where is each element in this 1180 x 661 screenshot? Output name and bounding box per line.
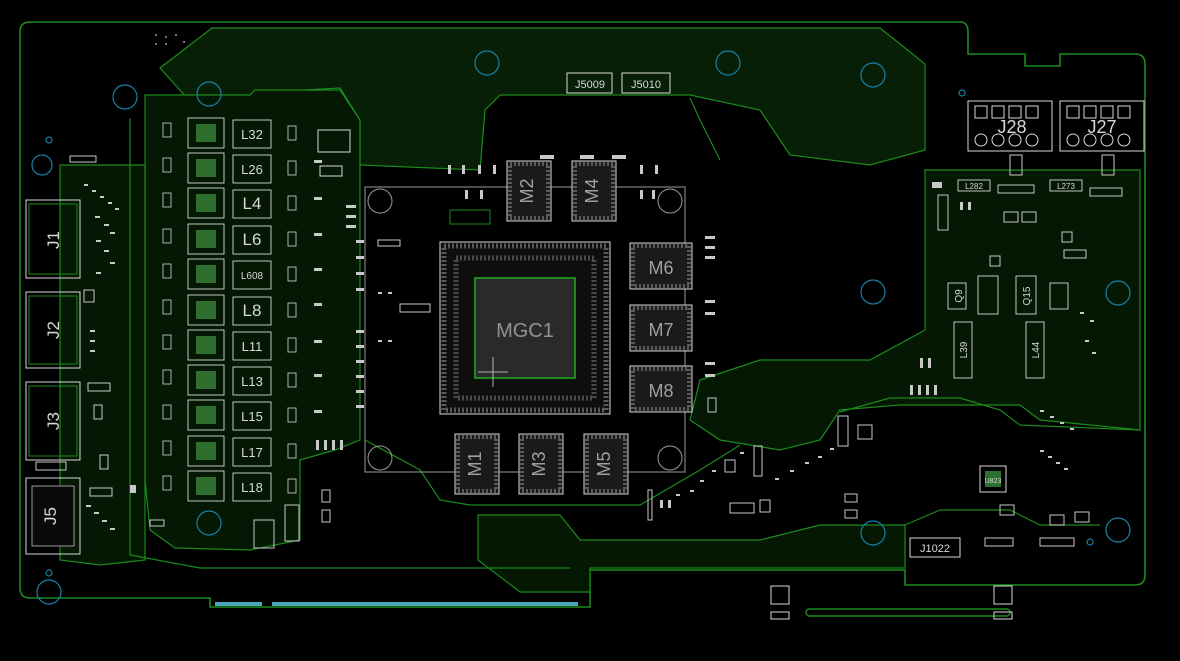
memory-label-m8: M8 [648, 381, 673, 401]
vrm-smd-pads [314, 160, 364, 413]
memory-chip-m2: M2 [506, 160, 552, 222]
memory-chip-m6: M6 [629, 242, 693, 290]
gpu-bracket-holes [367, 188, 683, 471]
copper-trace-02 [364, 439, 741, 506]
vrm-mosfet-column [187, 117, 225, 502]
memory-chip-m1: M1 [454, 433, 500, 495]
vrm-controller-inductor [317, 129, 351, 177]
board-outline [19, 21, 1146, 608]
connector-label-j2: J2 [44, 321, 63, 339]
connector-label-j1: J1 [44, 231, 63, 249]
controller-label: U823 [985, 478, 1002, 485]
label-q15: Q15 [1022, 286, 1033, 305]
inductor-label-11: L18 [241, 480, 263, 495]
pcie-edge-fingers [215, 602, 578, 606]
memory-chip-m5: M5 [583, 433, 629, 495]
right-power-labels: Q9 Q15 L39 L44 L282 L273 [954, 182, 1075, 358]
connector-j28: J28 [967, 100, 1053, 152]
gpu-ball-grid-inner [453, 255, 597, 401]
memory-label-m3: M3 [529, 451, 549, 476]
vrm-inductor-boxes [232, 119, 272, 502]
gpu-die [474, 277, 576, 379]
label-l44: L44 [1031, 341, 1042, 358]
memory-chip-m7: M7 [629, 304, 693, 352]
fiducial-dots [155, 34, 185, 45]
gpu-label: MGC1 [496, 320, 554, 342]
inductor-label-7: L11 [242, 339, 263, 354]
connector-j2: J2 [25, 291, 81, 369]
inductor-label-8: L13 [241, 374, 263, 389]
connector-j5010: J5010 [621, 72, 671, 94]
pcie-edge-key [262, 602, 272, 606]
connector-j1: J1 [25, 199, 81, 279]
controller-u823: U823 [979, 465, 1007, 493]
copper-pour-right [689, 169, 1141, 451]
inductor-label-6: L8 [243, 301, 262, 320]
smd-cluster-top-gpu [377, 155, 717, 413]
label-q9: Q9 [954, 289, 965, 303]
inductor-label-4: L6 [243, 230, 262, 249]
inductor-label-1: L32 [241, 127, 263, 142]
connector-label-j5010: J5010 [631, 79, 661, 91]
label-l282: L282 [965, 182, 983, 191]
connector-label-j28: J28 [997, 117, 1026, 137]
memory-label-m5: M5 [594, 451, 614, 476]
smd-cluster-bottom [130, 154, 1115, 549]
copper-trace-01 [129, 118, 570, 569]
vrm-inductor-labels: L32 L26 L4 L6 L608 L8 L11 L13 L15 L17 L1… [241, 127, 264, 495]
connector-label-j5009: J5009 [575, 79, 605, 91]
memory-label-m4: M4 [582, 178, 602, 203]
copper-trace-03 [689, 97, 721, 161]
gpu-ball-grid [441, 243, 609, 413]
memory-label-m1: M1 [465, 451, 485, 476]
connector-j5009: J5009 [566, 72, 613, 94]
memory-chip-m4: M4 [571, 160, 617, 222]
inductor-label-10: L17 [241, 445, 263, 460]
connector-label-j1022: J1022 [920, 543, 950, 555]
label-l273: L273 [1057, 182, 1075, 191]
memory-label-m2: M2 [517, 178, 537, 203]
inductor-label-9: L15 [241, 409, 263, 424]
connector-j5: J5 [25, 477, 81, 555]
memory-label-m6: M6 [648, 258, 673, 278]
label-l39: L39 [959, 341, 970, 358]
connector-j27: J27 [1059, 100, 1145, 152]
connector-label-j27: J27 [1087, 117, 1116, 137]
smd-cluster-left [35, 155, 119, 530]
connector-j3: J3 [25, 381, 81, 461]
inductor-label-5: L608 [241, 271, 264, 282]
gpu-center-mark [478, 357, 508, 387]
memory-chip-m8: M8 [629, 365, 693, 413]
connector-j1022: J1022 [909, 537, 961, 558]
right-power-stage [937, 179, 1123, 379]
memory-label-m7: M7 [648, 320, 673, 340]
memory-chip-m3: M3 [518, 433, 564, 495]
bottom-pad-blocks [770, 585, 1013, 620]
copper-trace-04 [839, 397, 1141, 431]
vrm-capacitors [162, 122, 297, 494]
mounting-holes [31, 50, 1131, 605]
connector-label-j5: J5 [41, 507, 60, 525]
connector-label-j3: J3 [44, 412, 63, 430]
vrm-mosfet-pads [196, 124, 216, 495]
copper-pour-bottom [477, 514, 906, 593]
inductor-label-3: L4 [243, 194, 262, 213]
inductor-label-2: L26 [241, 162, 263, 177]
